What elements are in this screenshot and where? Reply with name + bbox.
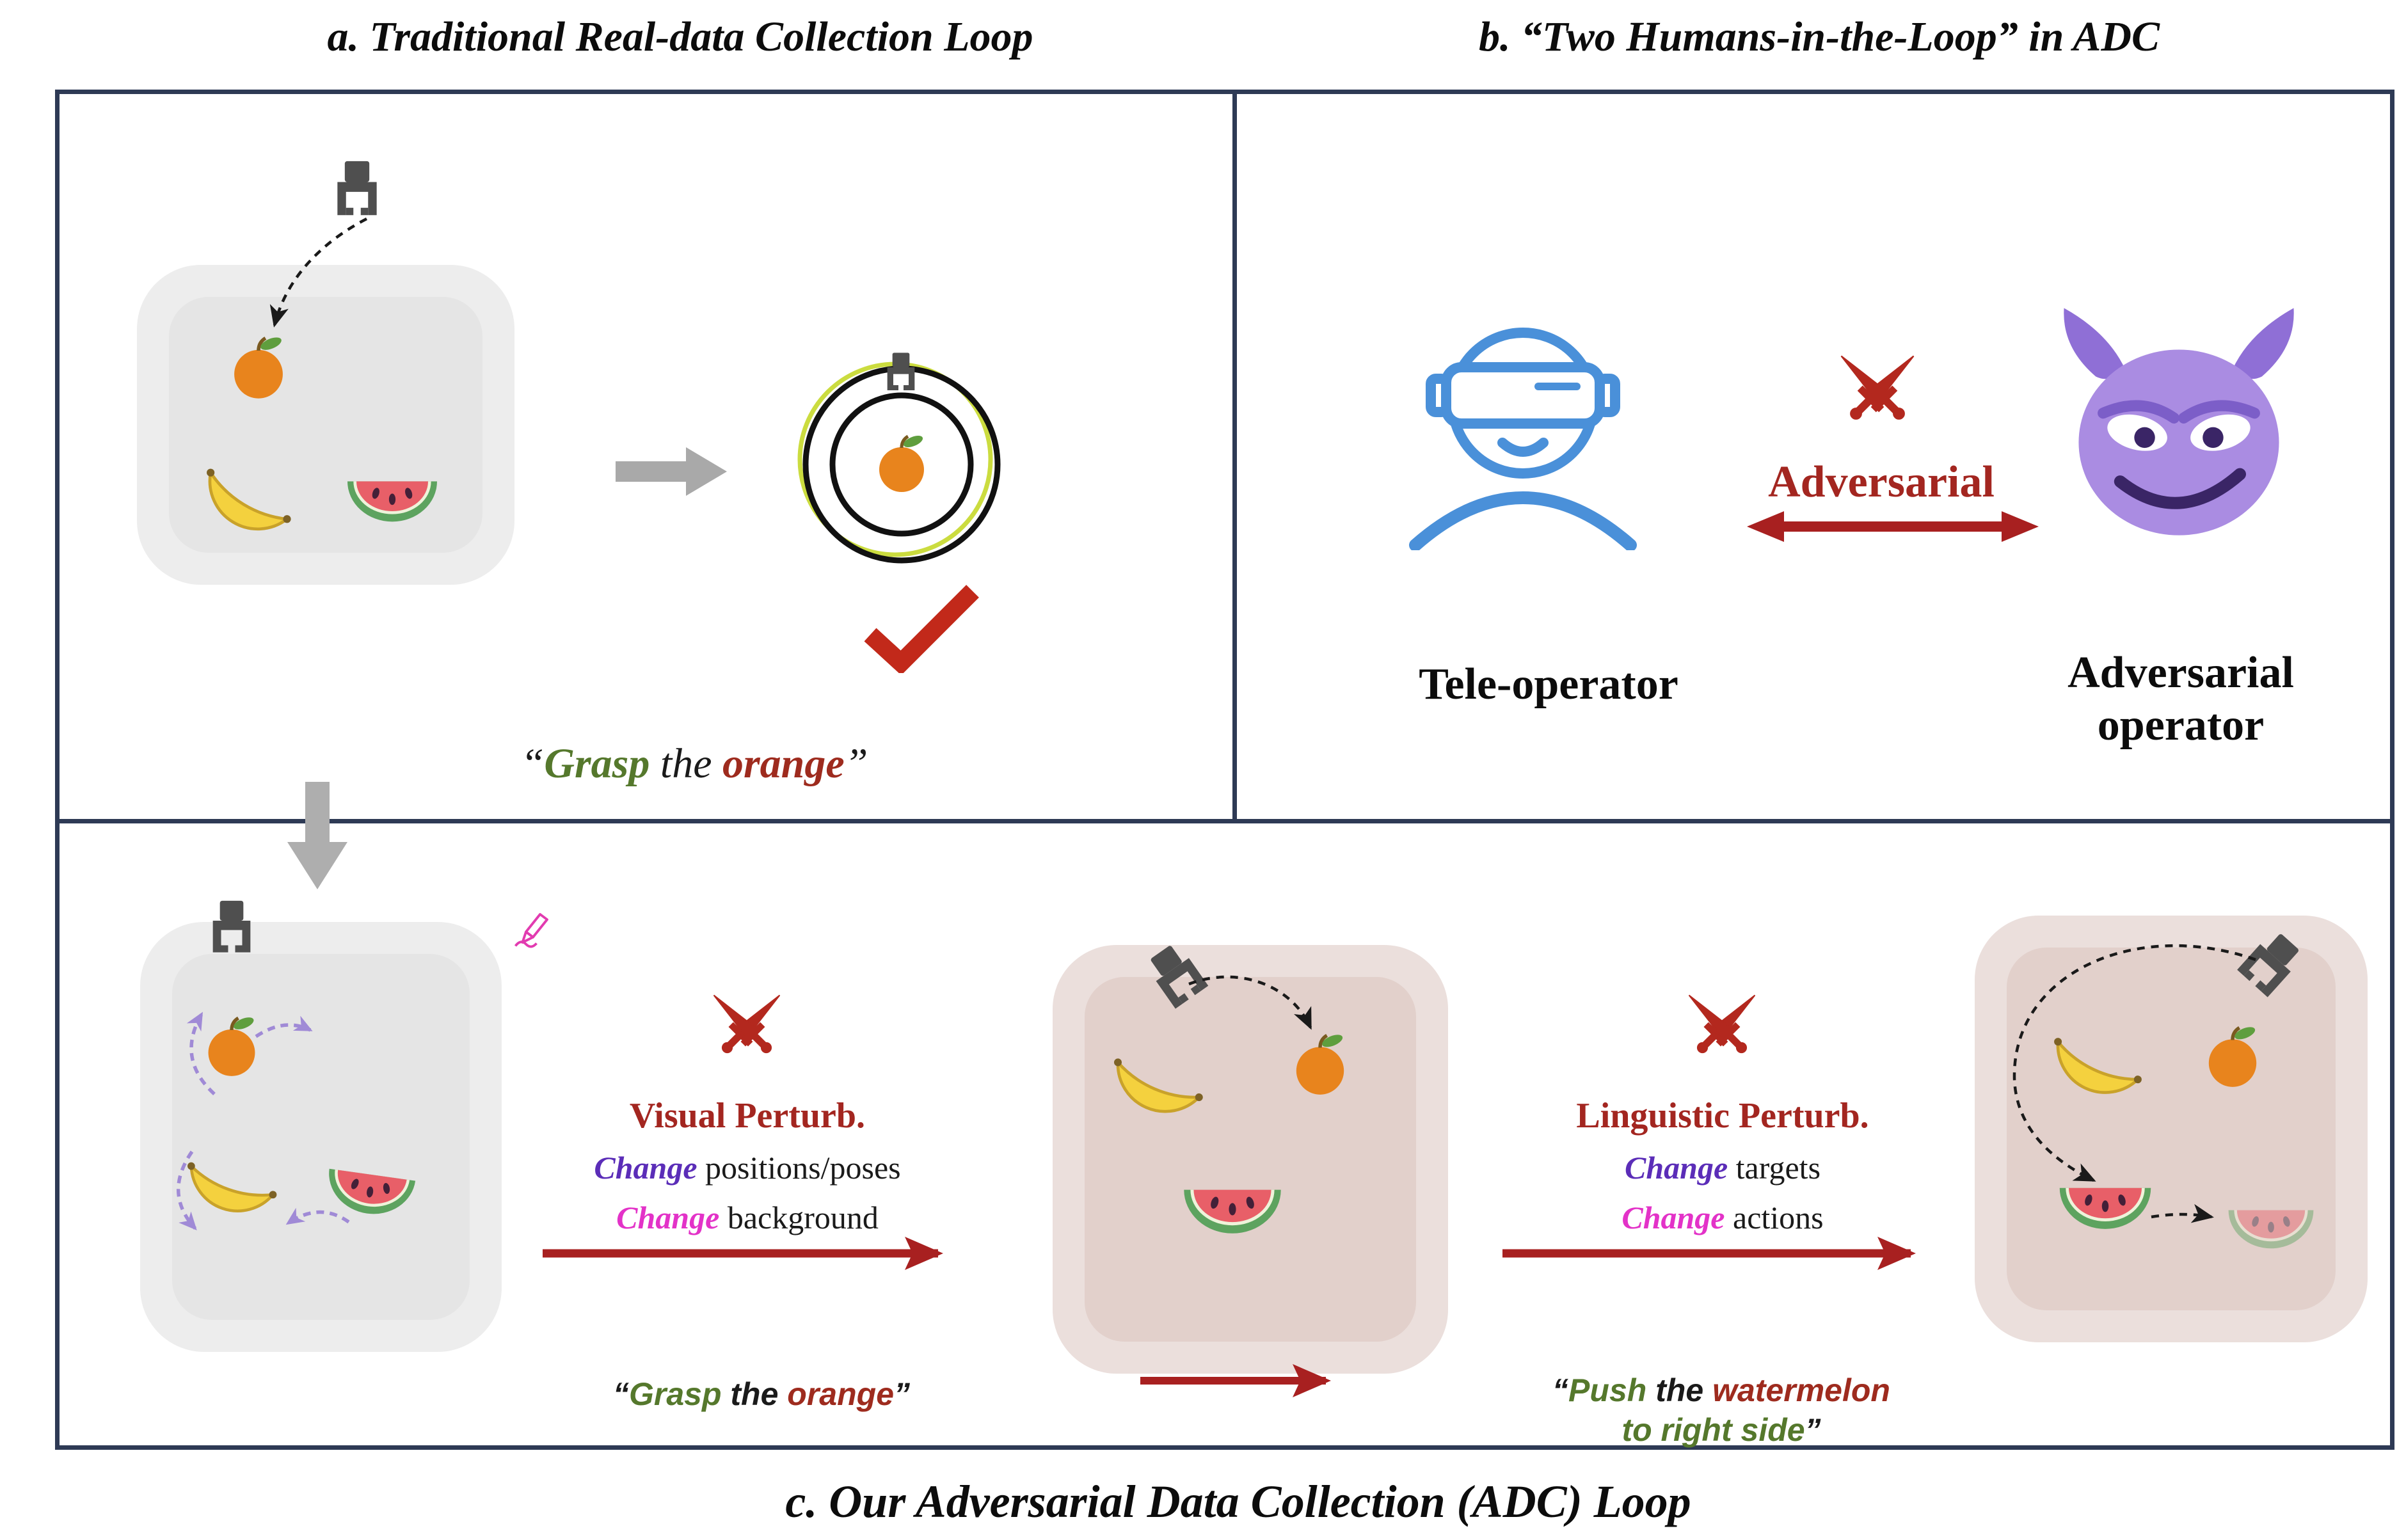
panel-a-title: a. Traditional Real-data Collection Loop xyxy=(327,13,1033,60)
tele-operator-label: Tele-operator xyxy=(1419,660,1678,709)
vr-teleoperator-icon xyxy=(1409,328,1637,550)
instruction-object: orange xyxy=(787,1376,895,1412)
tray-c-original-floor xyxy=(172,954,470,1320)
change-word: Change xyxy=(616,1200,720,1235)
adversarial-operator-label-line2: operator xyxy=(2097,701,2265,750)
adversarial-swords-icon xyxy=(1683,989,1761,1067)
instruction-object: watermelon xyxy=(1712,1372,1890,1408)
push-direction-arrow xyxy=(2151,1203,2214,1223)
quote-close: ” xyxy=(1804,1412,1821,1448)
quote-close: ” xyxy=(894,1376,911,1412)
pencil-edit-icon xyxy=(514,913,548,948)
push-instruction-line2: to right side” xyxy=(1621,1411,1820,1449)
orange-icon xyxy=(1287,1031,1353,1097)
visual-perturb-title: Visual Perturb. xyxy=(629,1096,866,1136)
watermelon-icon xyxy=(347,481,437,522)
visual-perturb-arrow xyxy=(543,1237,943,1270)
flow-arrow-right-icon xyxy=(616,447,727,496)
quote-open: “ xyxy=(520,740,545,787)
tray-c-visual-perturbed-floor xyxy=(1085,977,1416,1342)
linguistic-perturb-title: Linguistic Perturb. xyxy=(1576,1096,1869,1136)
adversarial-label: Adversarial xyxy=(1768,457,1995,507)
quote-open: “ xyxy=(1552,1372,1569,1408)
pose-perturbation-arrows xyxy=(177,1012,350,1230)
instruction-verb: Grasp xyxy=(544,740,650,787)
push-instruction-line1: “Push the watermelon xyxy=(1552,1372,1890,1409)
change-rest: positions/poses xyxy=(697,1150,901,1186)
tray-c-linguistic-perturbed xyxy=(1975,916,2368,1342)
tray-c-visual-perturbed xyxy=(1053,945,1448,1374)
banana-icon xyxy=(202,465,298,531)
gripper-push-path-arrow xyxy=(2012,944,2256,1182)
instruction-connector: the xyxy=(649,740,722,787)
linguistic-perturb-arrow xyxy=(1502,1237,1916,1270)
change-rest: background xyxy=(719,1200,879,1235)
change-rest: actions xyxy=(1725,1200,1824,1235)
banana-icon xyxy=(1108,1043,1211,1121)
change-word: Change xyxy=(594,1150,697,1186)
instruction-connector: the xyxy=(1646,1372,1713,1408)
success-checkmark-icon xyxy=(864,585,979,673)
instruction-line2: to right side xyxy=(1621,1412,1805,1448)
grasp-target-icon xyxy=(797,353,1001,564)
figure-frame xyxy=(55,90,2394,1450)
tray-c-original xyxy=(140,922,502,1352)
quote-close: ” xyxy=(844,740,868,787)
adversarial-double-arrow xyxy=(1747,511,2039,542)
visual-perturb-line2: Change background xyxy=(616,1199,879,1236)
instruction-verb: Push xyxy=(1568,1372,1647,1408)
flow-arrow-down-icon xyxy=(287,782,347,889)
panel-c-title: c. Our Adversarial Data Collection (ADC)… xyxy=(785,1476,1691,1527)
gripper-approach-arrow xyxy=(1188,975,1312,1030)
linguistic-perturb-line2: Change actions xyxy=(1621,1199,1823,1236)
grasp-instruction-c: “Grasp the orange” xyxy=(613,1376,910,1413)
tray-c-linguistic-perturbed-floor xyxy=(2007,948,2336,1310)
instruction-object: orange xyxy=(722,740,845,787)
visual-perturb-line1: Change positions/poses xyxy=(594,1149,900,1186)
instruction-flow-arrow xyxy=(1140,1364,1331,1397)
panel-divider-vertical xyxy=(1232,90,1237,823)
change-rest: targets xyxy=(1728,1150,1821,1186)
gripper-icon xyxy=(337,161,377,216)
adversarial-swords-icon xyxy=(1835,349,1920,435)
adversarial-operator-label-line1: Adversarial xyxy=(2067,648,2294,697)
devil-emoji-icon xyxy=(2064,308,2294,536)
change-word: Change xyxy=(1624,1150,1728,1186)
adversarial-swords-icon xyxy=(708,989,786,1067)
watermelon-icon xyxy=(1184,1189,1281,1234)
gripper-approach-arrow xyxy=(269,218,368,328)
panel-b-title: b. “Two Humans-in-the-Loop” in ADC xyxy=(1478,13,2160,60)
instruction-connector: the xyxy=(721,1376,788,1412)
instruction-a: “Grasp the orange” xyxy=(521,740,868,788)
instruction-verb: Grasp xyxy=(628,1376,722,1412)
quote-open: “ xyxy=(612,1376,629,1412)
linguistic-perturb-line1: Change targets xyxy=(1625,1149,1820,1186)
change-word: Change xyxy=(1621,1200,1725,1235)
panel-divider-horizontal xyxy=(55,819,2394,823)
